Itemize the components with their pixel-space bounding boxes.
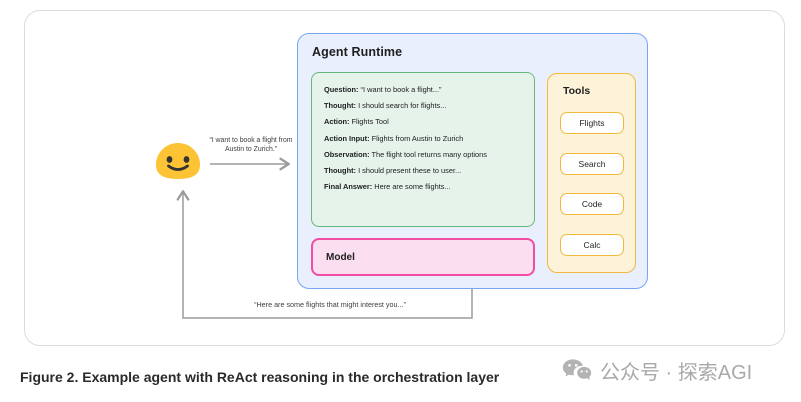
wechat-icon (562, 358, 592, 380)
model-label: Model (326, 251, 355, 263)
react-trace-box: Question: “I want to book a flight...” T… (311, 72, 535, 227)
tool-button-flights: Flights (560, 112, 624, 134)
agent-runtime-title: Agent Runtime (312, 45, 403, 59)
tools-panel: Tools Flights Search Code Calc (547, 73, 636, 273)
tool-button-search: Search (560, 153, 624, 175)
tool-button-calc: Calc (560, 234, 624, 256)
trace-line-final-answer: Final Answer: Here are some flights... (324, 182, 451, 192)
watermark-text: 公众号 · 探索AGI (600, 362, 753, 384)
trace-line-question: Question: “I want to book a flight...” (324, 85, 442, 94)
trace-line-action-input: Action Input: Flights from Austin to Zur… (324, 133, 464, 143)
trace-line-observation: Observation: The flight tool returns man… (324, 149, 487, 159)
user-smiley-emoji-icon (152, 141, 204, 181)
user-request-quote: “I want to book a flight from Austin to … (209, 137, 293, 153)
trace-line-thought-1: Thought: I should search for flights... (324, 101, 447, 111)
tool-button-code: Code (560, 193, 624, 215)
trace-line-thought-2: Thought: I should present these to user.… (324, 166, 462, 176)
tools-title: Tools (563, 85, 591, 97)
model-box: Model (311, 238, 535, 276)
figure-caption: Figure 2. Example agent with ReAct reaso… (20, 369, 500, 385)
agent-response-quote: “Here are some flights that might intere… (254, 300, 406, 309)
watermark: 公众号 · 探索AGI (562, 356, 752, 385)
trace-line-action: Action: Flights Tool (324, 117, 389, 127)
